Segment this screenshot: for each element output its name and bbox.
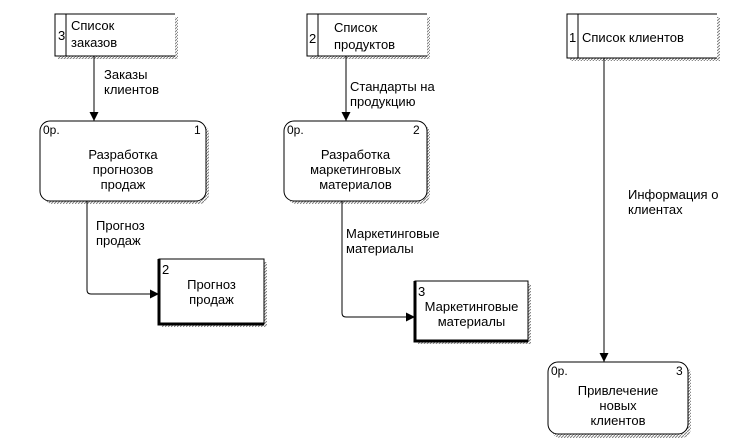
process-label-line: клиентов: [590, 413, 646, 428]
store-label: продуктов: [334, 37, 396, 52]
flow-label: Маркетинговые материалы: [346, 226, 440, 256]
process-label-line: новых: [599, 398, 637, 413]
store-label: Список клиентов: [582, 30, 684, 45]
process-sales-forecast[interactable]: [39, 120, 209, 204]
flow-label-line: Прогноз: [96, 218, 145, 233]
process-label-line: продаж: [100, 177, 146, 192]
flow-label-line: материалы: [346, 241, 414, 256]
process-tag: 0р.: [43, 123, 60, 137]
process-new-clients[interactable]: [547, 361, 691, 438]
flow-label-line: продукцию: [350, 94, 416, 109]
output-label-line: Маркетинговые: [424, 299, 519, 314]
output-label-line: материалы: [437, 314, 506, 329]
output-label-line: продаж: [189, 292, 234, 307]
output-sales-forecast[interactable]: [157, 258, 267, 327]
process-label: Разработка маркетинговых материалов: [284, 147, 427, 192]
flow-label-line: Заказы: [104, 67, 148, 82]
process-label: Привлечение новых клиентов: [548, 383, 688, 428]
store-number: 2: [309, 31, 317, 46]
flow-arrow-marketing[interactable]: [341, 201, 415, 322]
flow-arrow-forecast[interactable]: [86, 201, 159, 299]
output-label: Прогноз продаж: [159, 277, 264, 307]
process-number: 3: [676, 364, 683, 378]
process-tag: 0р.: [287, 123, 304, 137]
data-store-orders[interactable]: [54, 13, 178, 59]
process-label-line: маркетинговых: [310, 162, 401, 177]
flow-label-line: Маркетинговые: [346, 226, 440, 241]
process-number: 1: [194, 123, 201, 137]
store-label: заказов: [71, 35, 118, 50]
flow-label: Заказы клиентов: [104, 67, 159, 97]
output-number: 2: [162, 262, 170, 277]
flow-label: Информация о клиентах: [628, 187, 718, 217]
flow-label-line: Стандарты на: [350, 79, 435, 94]
output-label: Маркетинговые материалы: [415, 299, 528, 329]
process-number: 2: [413, 123, 420, 137]
data-store-products[interactable]: [306, 13, 430, 59]
store-number: 3: [58, 28, 66, 43]
process-label: Разработка прогнозов продаж: [40, 147, 206, 192]
process-tag: 0р.: [551, 364, 568, 378]
flow-label-line: продаж: [96, 233, 141, 248]
store-label: Список: [334, 20, 378, 35]
flow-label-line: клиентов: [104, 82, 160, 97]
store-number: 1: [569, 30, 577, 45]
flow-label-line: клиентах: [628, 202, 683, 217]
process-marketing-materials[interactable]: [283, 120, 430, 204]
process-label-line: Привлечение: [577, 383, 659, 398]
flow-label: Стандарты на продукцию: [350, 79, 435, 109]
process-label-line: Разработка: [88, 147, 158, 162]
output-label-line: Прогноз: [187, 277, 236, 292]
process-label-line: прогнозов: [92, 162, 154, 177]
data-store-clients[interactable]: [566, 13, 720, 61]
flow-label: Прогноз продаж: [96, 218, 145, 248]
process-label-line: Разработка: [320, 147, 391, 162]
process-label-line: материалов: [319, 177, 392, 192]
flow-label-line: Информация о: [628, 187, 719, 202]
output-marketing-materials[interactable]: [413, 280, 531, 344]
output-number: 3: [418, 284, 426, 299]
store-label: Список: [71, 18, 115, 33]
